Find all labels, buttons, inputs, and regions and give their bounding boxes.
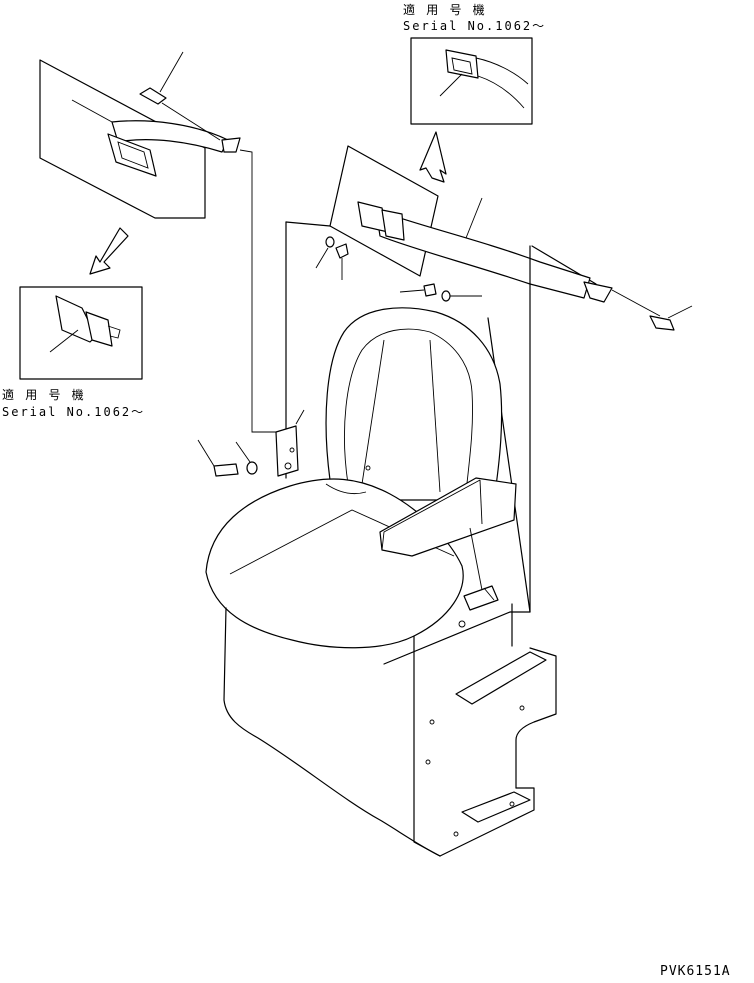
left-belt-strap [111, 120, 229, 153]
left-callout-line1: 適 用 号 機 [2, 388, 86, 402]
right-hardware [315, 236, 482, 302]
washer-1 [325, 236, 335, 248]
drawing-code: PVK6151A [660, 964, 731, 979]
left-detail-box [19, 286, 143, 380]
seat-cushion [205, 478, 464, 649]
left-belt-assembly [39, 51, 241, 219]
nut-1 [335, 243, 349, 259]
washer-2 [441, 290, 451, 302]
top-right-callout-line1: 適 用 号 機 [403, 3, 487, 17]
right-belt-panel [329, 145, 439, 277]
right-belt-strap [375, 209, 591, 299]
left-mount-bolt [213, 463, 239, 477]
left-bracket [275, 425, 299, 477]
left-mount-washer [246, 461, 258, 475]
left-anchor-plate [221, 137, 241, 153]
base-bracket-top [455, 651, 547, 705]
left-bracket-assembly [197, 149, 305, 477]
nut-2 [423, 283, 437, 297]
seat-base [223, 603, 557, 857]
right-anchor-plate [583, 281, 613, 303]
operator-seat [205, 307, 517, 649]
top-detail-buckle [445, 49, 479, 79]
left-anchor-bolt [139, 87, 167, 105]
top-right-callout-line2: Serial No.1062～ [403, 19, 547, 33]
armrest-bracket [463, 585, 499, 611]
top-right-detail-box [410, 37, 533, 125]
right-anchor-bolt [649, 315, 675, 331]
seat-backrest [325, 307, 503, 501]
base-bracket-bottom [461, 791, 531, 823]
left-buckle [107, 133, 157, 177]
arrow-to-left-detail [89, 227, 129, 275]
left-callout-line2: Serial No.1062～ [2, 405, 146, 419]
arrow-to-top-detail [419, 131, 447, 183]
right-belt-assembly [329, 145, 693, 331]
